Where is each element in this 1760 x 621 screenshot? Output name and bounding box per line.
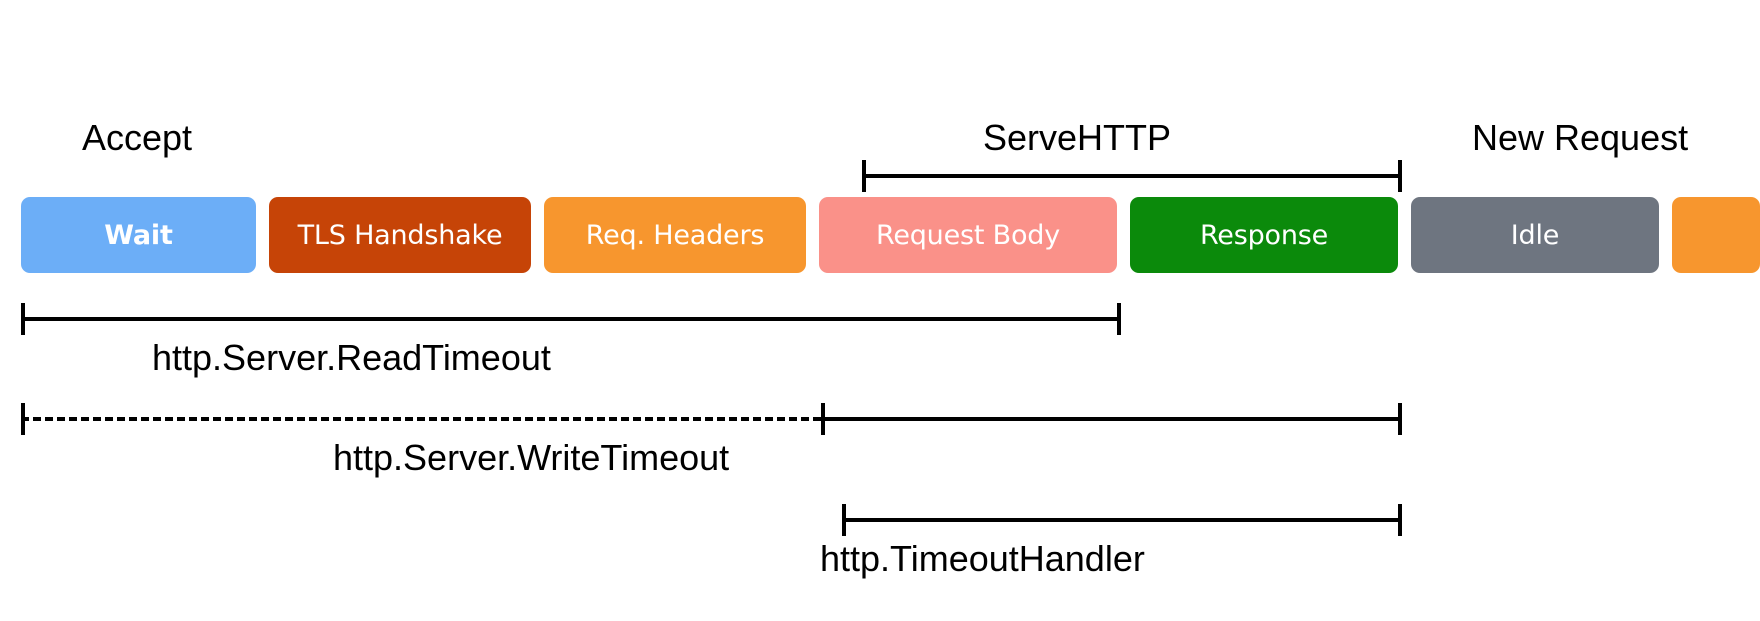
span-caption-read-timeout: http.Server.ReadTimeout bbox=[152, 337, 551, 378]
span-timeout-handler bbox=[842, 504, 1402, 536]
phase-label: Wait bbox=[104, 219, 173, 251]
span-tick-left bbox=[21, 403, 25, 435]
span-rule bbox=[862, 174, 1402, 178]
phase-box-idle[interactable]: Idle bbox=[1411, 197, 1659, 273]
phase-box-wait[interactable]: Wait bbox=[21, 197, 256, 273]
group-label-accept: Accept bbox=[82, 117, 193, 158]
span-tick-right bbox=[1117, 303, 1121, 335]
phase-label: Response bbox=[1199, 219, 1329, 251]
span-tick-right bbox=[1398, 403, 1402, 435]
group-label-serve-http: ServeHTTP bbox=[983, 117, 1172, 158]
phase-label: Request Body bbox=[875, 219, 1061, 251]
phase-box-req-headers[interactable]: Req. Headers bbox=[544, 197, 806, 273]
phase-label: Idle bbox=[1510, 219, 1560, 251]
span-tick-left bbox=[21, 303, 25, 335]
span-write-timeout bbox=[21, 403, 1402, 435]
span-tick-mid bbox=[821, 403, 825, 435]
span-serve-http-bracket bbox=[862, 160, 1402, 192]
span-read-timeout bbox=[21, 303, 1121, 335]
phase-label: Req. Headers bbox=[585, 219, 765, 251]
span-tick-right bbox=[1398, 504, 1402, 536]
span-tick-left bbox=[842, 504, 846, 536]
span-rule-solid bbox=[821, 417, 1402, 421]
span-rule-dashed bbox=[21, 417, 821, 421]
phase-box-request-body[interactable]: Request Body bbox=[819, 197, 1117, 273]
phase-box-response[interactable]: Response bbox=[1130, 197, 1398, 273]
phase-box-next-request[interactable] bbox=[1672, 197, 1760, 273]
span-rule bbox=[842, 518, 1402, 522]
span-caption-timeout-handler: http.TimeoutHandler bbox=[820, 538, 1145, 579]
span-tick-left bbox=[862, 160, 866, 192]
span-caption-write-timeout: http.Server.WriteTimeout bbox=[333, 437, 730, 478]
span-tick-right bbox=[1398, 160, 1402, 192]
phase-label: TLS Handshake bbox=[297, 219, 503, 251]
phase-box-tls-handshake[interactable]: TLS Handshake bbox=[269, 197, 531, 273]
group-label-new-request: New Request bbox=[1472, 117, 1689, 158]
span-rule bbox=[21, 317, 1121, 321]
